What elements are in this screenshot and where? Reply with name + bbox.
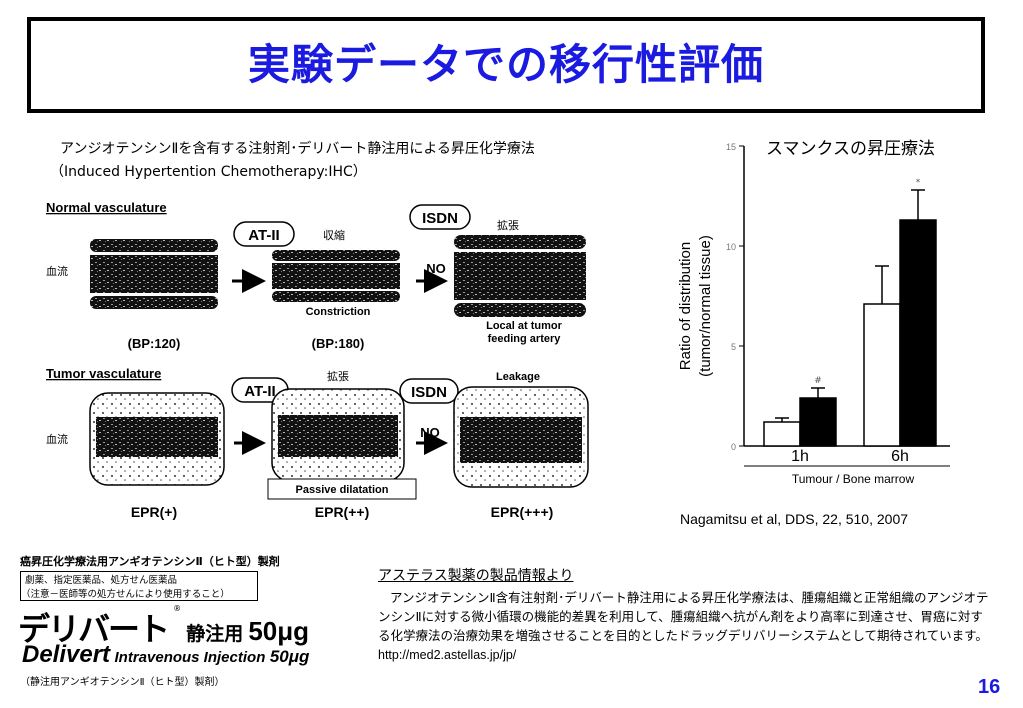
- at2-label-normal: AT-II: [248, 227, 279, 244]
- normal-vessel-1: [90, 239, 218, 309]
- at2-bubble-normal: [233, 221, 295, 247]
- info-body-text: アンジオテンシンⅡ含有注射剤･デリバート静注用による昇圧化学療法は、腫瘍組織と正…: [378, 590, 989, 643]
- vasculature-diagram: Normal vasculature 血流 AT-II 収縮 Constrict…: [46, 200, 589, 520]
- product-notice-1: 劇薬、指定医薬品、処方せん医薬品: [25, 575, 178, 586]
- tumor-vessel-3: [453, 386, 589, 488]
- normal-vessel-3: [454, 235, 586, 317]
- product-brand-en: Delivert: [22, 641, 111, 668]
- page-number: 16: [978, 676, 1001, 698]
- no-label-normal: NO: [426, 261, 446, 276]
- product-brand-suffix: 静注用: [186, 623, 244, 645]
- slide-title: 実験データでの移行性評価: [247, 40, 764, 89]
- significance-mark: #: [814, 376, 822, 386]
- chart-title: スマンクスの昇圧療法: [766, 139, 935, 159]
- title-frame: [27, 17, 985, 113]
- tumor-vessel-2: [271, 388, 405, 482]
- info-url[interactable]: http://med2.astellas.jp/jp/: [378, 648, 517, 662]
- constriction-label: Constriction: [306, 306, 371, 318]
- bar: [799, 397, 837, 447]
- method-line1: アンジオテンシンⅡを含有する注射剤･デリバート静注用による昇圧化学療法: [60, 141, 535, 157]
- local-artery-label-1: Local at tumor: [486, 320, 563, 332]
- chart-citation: Nagamitsu et al, DDS, 22, 510, 2007: [680, 511, 909, 527]
- dilate-label-normal: 拡張: [497, 218, 519, 232]
- bar: [899, 219, 937, 447]
- isdn-label-normal: ISDN: [422, 210, 458, 227]
- blood-flow-label-normal: 血流: [46, 264, 68, 278]
- y-tick-label: 10: [726, 242, 736, 252]
- product-brand-jp-row: デリバート ® 静注用 50μg: [18, 604, 309, 650]
- product-notice-box: 劇薬、指定医薬品、処方せん医薬品 （注意－医師等の処方せんにより使用すること）: [20, 571, 258, 601]
- bp180-label: (BP:180): [312, 336, 365, 351]
- product-category: 癌昇圧化学療法用アンギオテンシンⅡ（ヒト型）製剤: [20, 555, 280, 568]
- product-dose: 50μg: [248, 616, 310, 646]
- no-label-tumor: NO: [420, 425, 440, 440]
- isdn-bubble-tumor: [399, 378, 459, 404]
- x-axis-label: Tumour / Bone marrow: [792, 472, 915, 486]
- info-heading: アステラス製薬の製品情報より: [378, 568, 574, 584]
- bar: [763, 421, 801, 447]
- contract-label: 収縮: [323, 228, 345, 242]
- y-axis-label: Ratio of distribution: [677, 242, 694, 370]
- method-line2: （Induced Hypertention Chemotherapy:IHC）: [50, 164, 367, 180]
- y-tick-label: 5: [731, 342, 736, 352]
- epr1-label: EPR(+): [131, 504, 177, 520]
- passive-dilatation-label: Passive dilatation: [296, 484, 389, 496]
- normal-vessel-2: [272, 250, 400, 302]
- product-generic: （静注用アンギオテンシンⅡ（ヒト型）製剤）: [20, 677, 225, 688]
- leakage-label: Leakage: [496, 371, 540, 383]
- epr2-label: EPR(++): [315, 504, 369, 520]
- tumor-vasculature-label: Tumor vasculature: [46, 366, 161, 381]
- product-brand-en-rest: Intravenous Injection: [114, 649, 266, 666]
- isdn-label-tumor: ISDN: [411, 384, 447, 401]
- local-artery-label-2: feeding artery: [488, 333, 562, 345]
- dilate-label-tumor: 拡張: [327, 369, 349, 383]
- bar: [863, 303, 901, 447]
- product-dose-en: 50μg: [269, 647, 310, 666]
- info-body: アンジオテンシンⅡ含有注射剤･デリバート静注用による昇圧化学療法は、腫瘍組織と正…: [378, 588, 990, 665]
- y-tick-label: 0: [731, 442, 736, 452]
- epr3-label: EPR(+++): [491, 504, 554, 520]
- passive-dilatation-box: [267, 478, 417, 500]
- x-tick-label: 6h: [891, 448, 909, 465]
- bp120-label: (BP:120): [128, 336, 181, 351]
- blood-flow-label-tumor: 血流: [46, 432, 68, 446]
- product-brand-en-row: Delivert Intravenous Injection 50μg: [22, 641, 309, 669]
- tumor-vessel-1: [89, 392, 225, 486]
- isdn-bubble-normal: [409, 204, 471, 230]
- product-brand-jp: デリバート: [18, 610, 170, 648]
- product-notice-2: （注意－医師等の処方せんにより使用すること）: [21, 589, 230, 600]
- normal-vasculature-label: Normal vasculature: [46, 200, 167, 215]
- x-tick-label: 1h: [791, 448, 809, 465]
- significance-mark: *: [916, 178, 921, 188]
- y-axis-label-2: (tumor/normal tissue): [697, 235, 714, 377]
- at2-label-tumor: AT-II: [244, 383, 275, 400]
- registered-mark: ®: [173, 604, 182, 613]
- y-tick-label: 15: [726, 142, 736, 152]
